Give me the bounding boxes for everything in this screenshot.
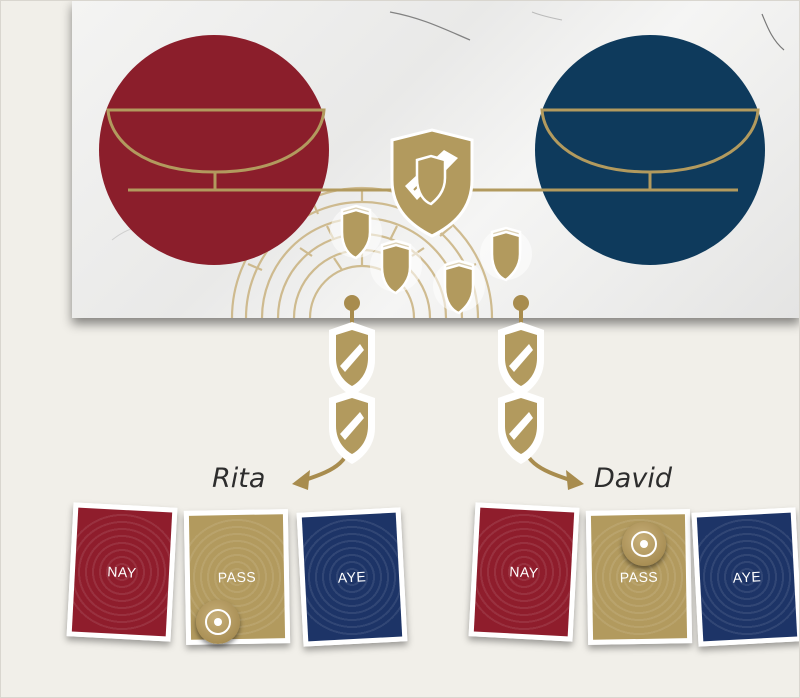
card-label: AYE [732, 568, 761, 585]
david-aye-card[interactable]: AYE [692, 507, 800, 646]
david-nay-card[interactable]: NAY [469, 502, 580, 641]
card-label: PASS [218, 569, 257, 586]
rita-aye-card[interactable]: AYE [297, 507, 408, 646]
card-label: NAY [509, 563, 539, 581]
player-name-david: David [594, 463, 672, 494]
coin-token-icon[interactable] [622, 522, 666, 566]
shield-token-icon [329, 322, 544, 464]
coin-token-icon[interactable] [196, 600, 240, 644]
card-label: AYE [337, 568, 366, 585]
player-name-rita: Rita [212, 463, 265, 494]
card-label: NAY [107, 563, 137, 581]
rita-nay-card[interactable]: NAY [67, 502, 178, 641]
card-label: PASS [620, 569, 659, 586]
